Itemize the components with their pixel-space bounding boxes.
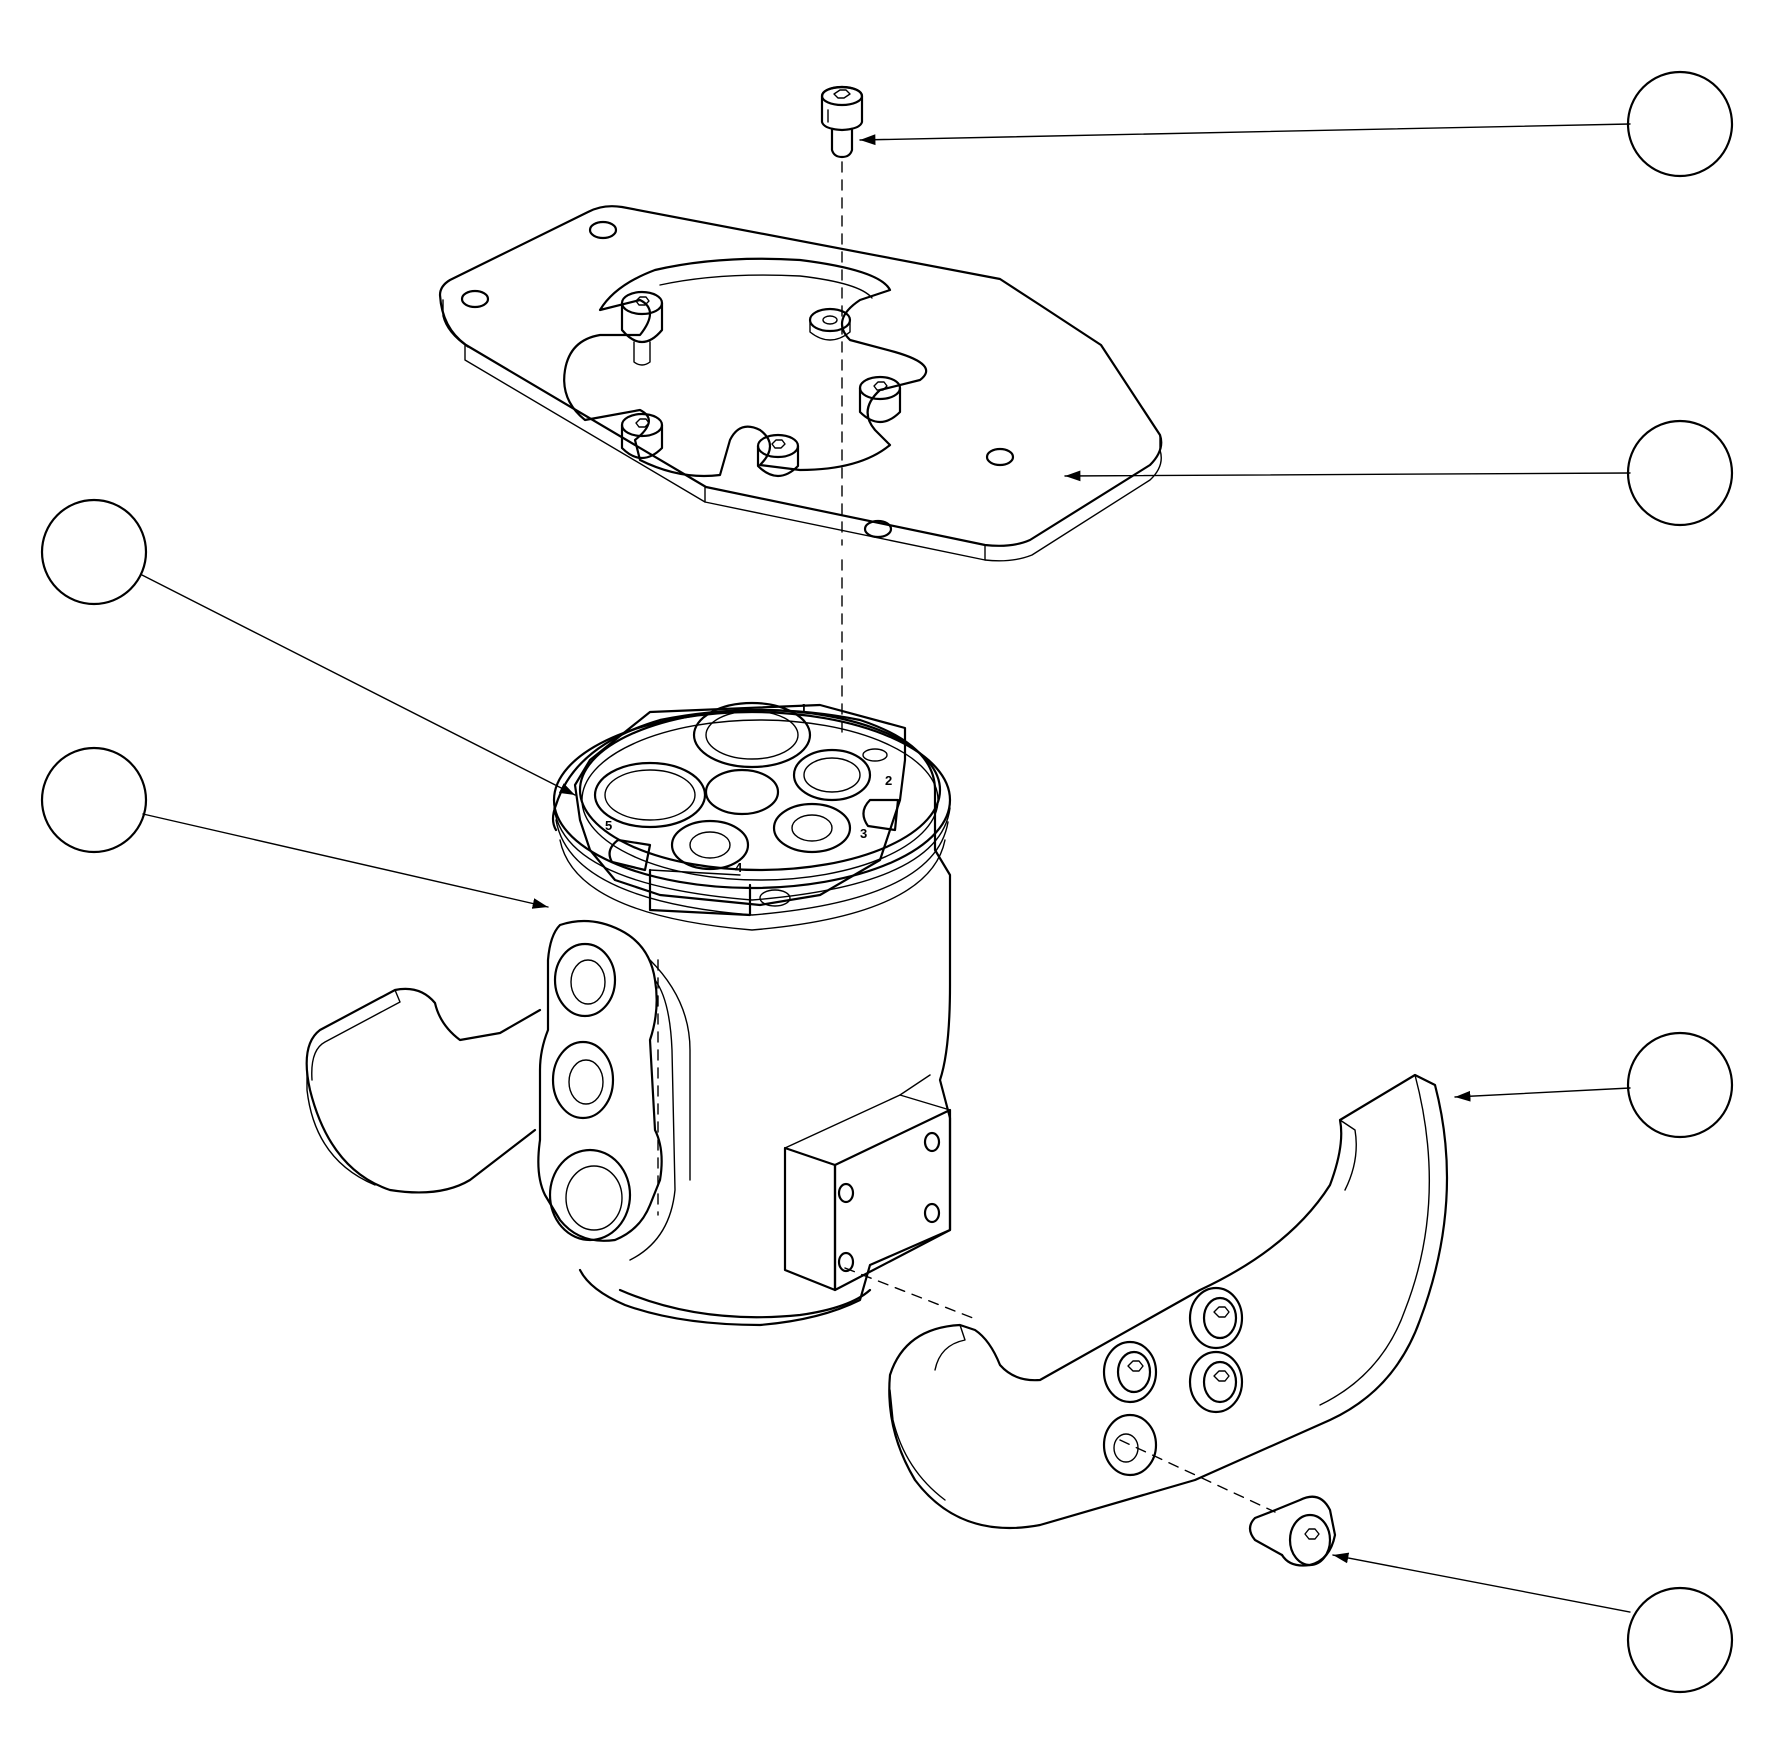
manifold-body: 1 2 3 4 5 [537, 701, 952, 1327]
side-boss [537, 919, 691, 1261]
handle-screw-1 [1188, 1286, 1244, 1350]
port-label-1: 1 [800, 701, 807, 716]
plate-screw-5 [756, 433, 800, 478]
leader-5 [1454, 1087, 1631, 1102]
balloon-handle-bracket [1626, 1031, 1734, 1139]
leader-6 [1332, 1552, 1631, 1613]
leader-1 [859, 123, 1631, 146]
port-label-2: 2 [885, 773, 892, 788]
handle-right [888, 1073, 1449, 1530]
port-label-4: 4 [735, 860, 743, 875]
balloon-flat-head-screw [1626, 1586, 1734, 1694]
handle-screw-3 [1188, 1350, 1244, 1414]
balloon-port-face [40, 498, 148, 606]
square-boss [783, 1074, 952, 1292]
handle-countersink [1102, 1413, 1158, 1477]
balloon-cap-screw-top [1626, 70, 1734, 178]
leader-4 [142, 813, 549, 909]
plate-screw-1 [620, 290, 664, 366]
port-label-3: 3 [860, 826, 867, 841]
cap-screw-top [820, 85, 864, 159]
handle-screw-2 [1102, 1340, 1158, 1404]
plate-screw-3 [858, 375, 902, 424]
port-label-5: 5 [605, 818, 612, 833]
leader-3 [141, 574, 576, 796]
adapter-plate [438, 205, 1163, 562]
leader-2 [1064, 470, 1631, 482]
plate-screw-2 [808, 307, 852, 341]
balloon-adapter-plate [1626, 419, 1734, 527]
plate-screw-4 [620, 412, 664, 460]
flat-head-screw [1248, 1495, 1337, 1567]
leader-lines [141, 123, 1631, 1613]
balloon-manifold-body [40, 746, 148, 854]
handle-left [305, 987, 542, 1194]
balloons [40, 70, 1734, 1694]
port-face: 1 2 3 4 5 [573, 701, 942, 917]
